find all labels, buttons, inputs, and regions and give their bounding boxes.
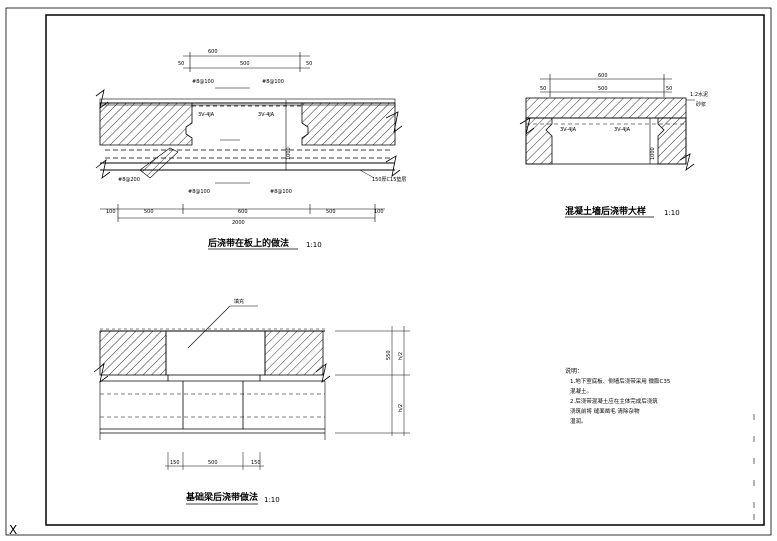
dim-b-100b: 100 <box>374 209 384 215</box>
beam-dim-150l: 150 <box>170 460 180 466</box>
dim-total: 2000 <box>232 220 245 226</box>
dim-50-right: 50 <box>306 61 312 67</box>
wall-dim-50l: 50 <box>540 86 546 92</box>
detail-scale-2: 1:10 <box>664 209 680 217</box>
wall-hatch-right <box>657 117 687 165</box>
dim-b-100a: 100 <box>106 209 116 215</box>
label-rebar-200: #8@200 <box>118 177 140 183</box>
notes-heading: 说明： <box>565 367 583 375</box>
wall-dim-50r: 50 <box>666 86 672 92</box>
detail-title-1: 后浇带在板上的做法 <box>208 237 289 249</box>
wall-dim-500: 500 <box>598 86 608 92</box>
label-cushion: 150厚C15垫层 <box>372 176 406 183</box>
wall-dim-600: 600 <box>598 73 608 79</box>
rebar-top-1: #8@100 <box>192 79 214 85</box>
wall-note-2: 砂浆 <box>696 101 706 108</box>
notes-block: 说明： 1.地下室底板、侧墙后浇带采用 微膨C35 混凝土。 2.后浇带混凝土应… <box>565 367 671 425</box>
wall-waterstop-r: 3V-4JA <box>614 127 631 133</box>
note-line-2: 混凝土。 <box>570 387 592 395</box>
wall-vert-dim: 1000 <box>650 147 656 160</box>
detail-title-2: 混凝土墙后浇带大样 <box>565 205 646 217</box>
waterstop-left: 3V-4JA <box>198 112 215 118</box>
wall-waterstop-l: 3V-4JA <box>560 127 577 133</box>
detail-title-3: 基础梁后浇带做法 <box>185 491 258 503</box>
note-line-1: 1.地下室底板、侧墙后浇带采用 微膨C35 <box>570 377 671 385</box>
dim-b-600: 600 <box>238 209 248 215</box>
slab-hatch-right <box>301 102 396 146</box>
note-line-4: 浇筑前将 缝面凿毛 清除杂物 <box>570 407 640 415</box>
inner-border <box>45 14 765 526</box>
wall-hatch-top <box>525 97 687 119</box>
beam-dim-h2b: h/2 <box>398 404 404 412</box>
beam-dim-550: 550 <box>386 350 392 360</box>
detail-scale-3: 1:10 <box>264 496 280 504</box>
beam-leader-text: 填充 <box>234 298 244 305</box>
beam-dim-500: 500 <box>208 460 218 466</box>
slab-hatch-left <box>99 102 193 146</box>
beam-detail: 填充 550 h/2 h/2 150 500 150 基础梁后浇带做法 <box>93 298 410 505</box>
dim-500: 500 <box>240 61 250 67</box>
dim-b-500b: 500 <box>326 209 336 215</box>
note-line-3: 2.后浇带混凝土应在主体完成后浇筑 <box>570 397 658 405</box>
beam-dim-h2a: h/2 <box>398 352 404 360</box>
dim-50-left: 50 <box>178 61 184 67</box>
dim-600: 600 <box>208 49 218 55</box>
beam-hatch-right <box>264 330 324 376</box>
rebar-bottom-2: #8@100 <box>270 189 292 195</box>
note-line-5: 湿润。 <box>570 417 587 425</box>
beam-hatch-left <box>99 330 167 376</box>
wall-note-1: 1:2水泥 <box>690 91 708 98</box>
detail-scale-1: 1:10 <box>306 241 322 249</box>
vert-dim: 1000 <box>286 147 292 160</box>
wall-hatch-left <box>525 117 553 165</box>
slab-detail: 600 500 50 50 #8@100 #8@100 3V-4JA 3V-4J… <box>95 49 406 250</box>
rebar-bottom-1: #8@100 <box>188 189 210 195</box>
dim-b-500a: 500 <box>144 209 154 215</box>
waterstop-right: 3V-4JA <box>258 112 275 118</box>
rebar-top-2: #8@100 <box>262 79 284 85</box>
wall-detail: 600 500 50 50 1:2水泥 砂浆 3V-4JA 3V-4JA 100… <box>519 73 708 218</box>
beam-dim-150r: 150 <box>251 460 261 466</box>
corner-mark: X <box>9 523 17 537</box>
outer-border <box>5 7 772 536</box>
